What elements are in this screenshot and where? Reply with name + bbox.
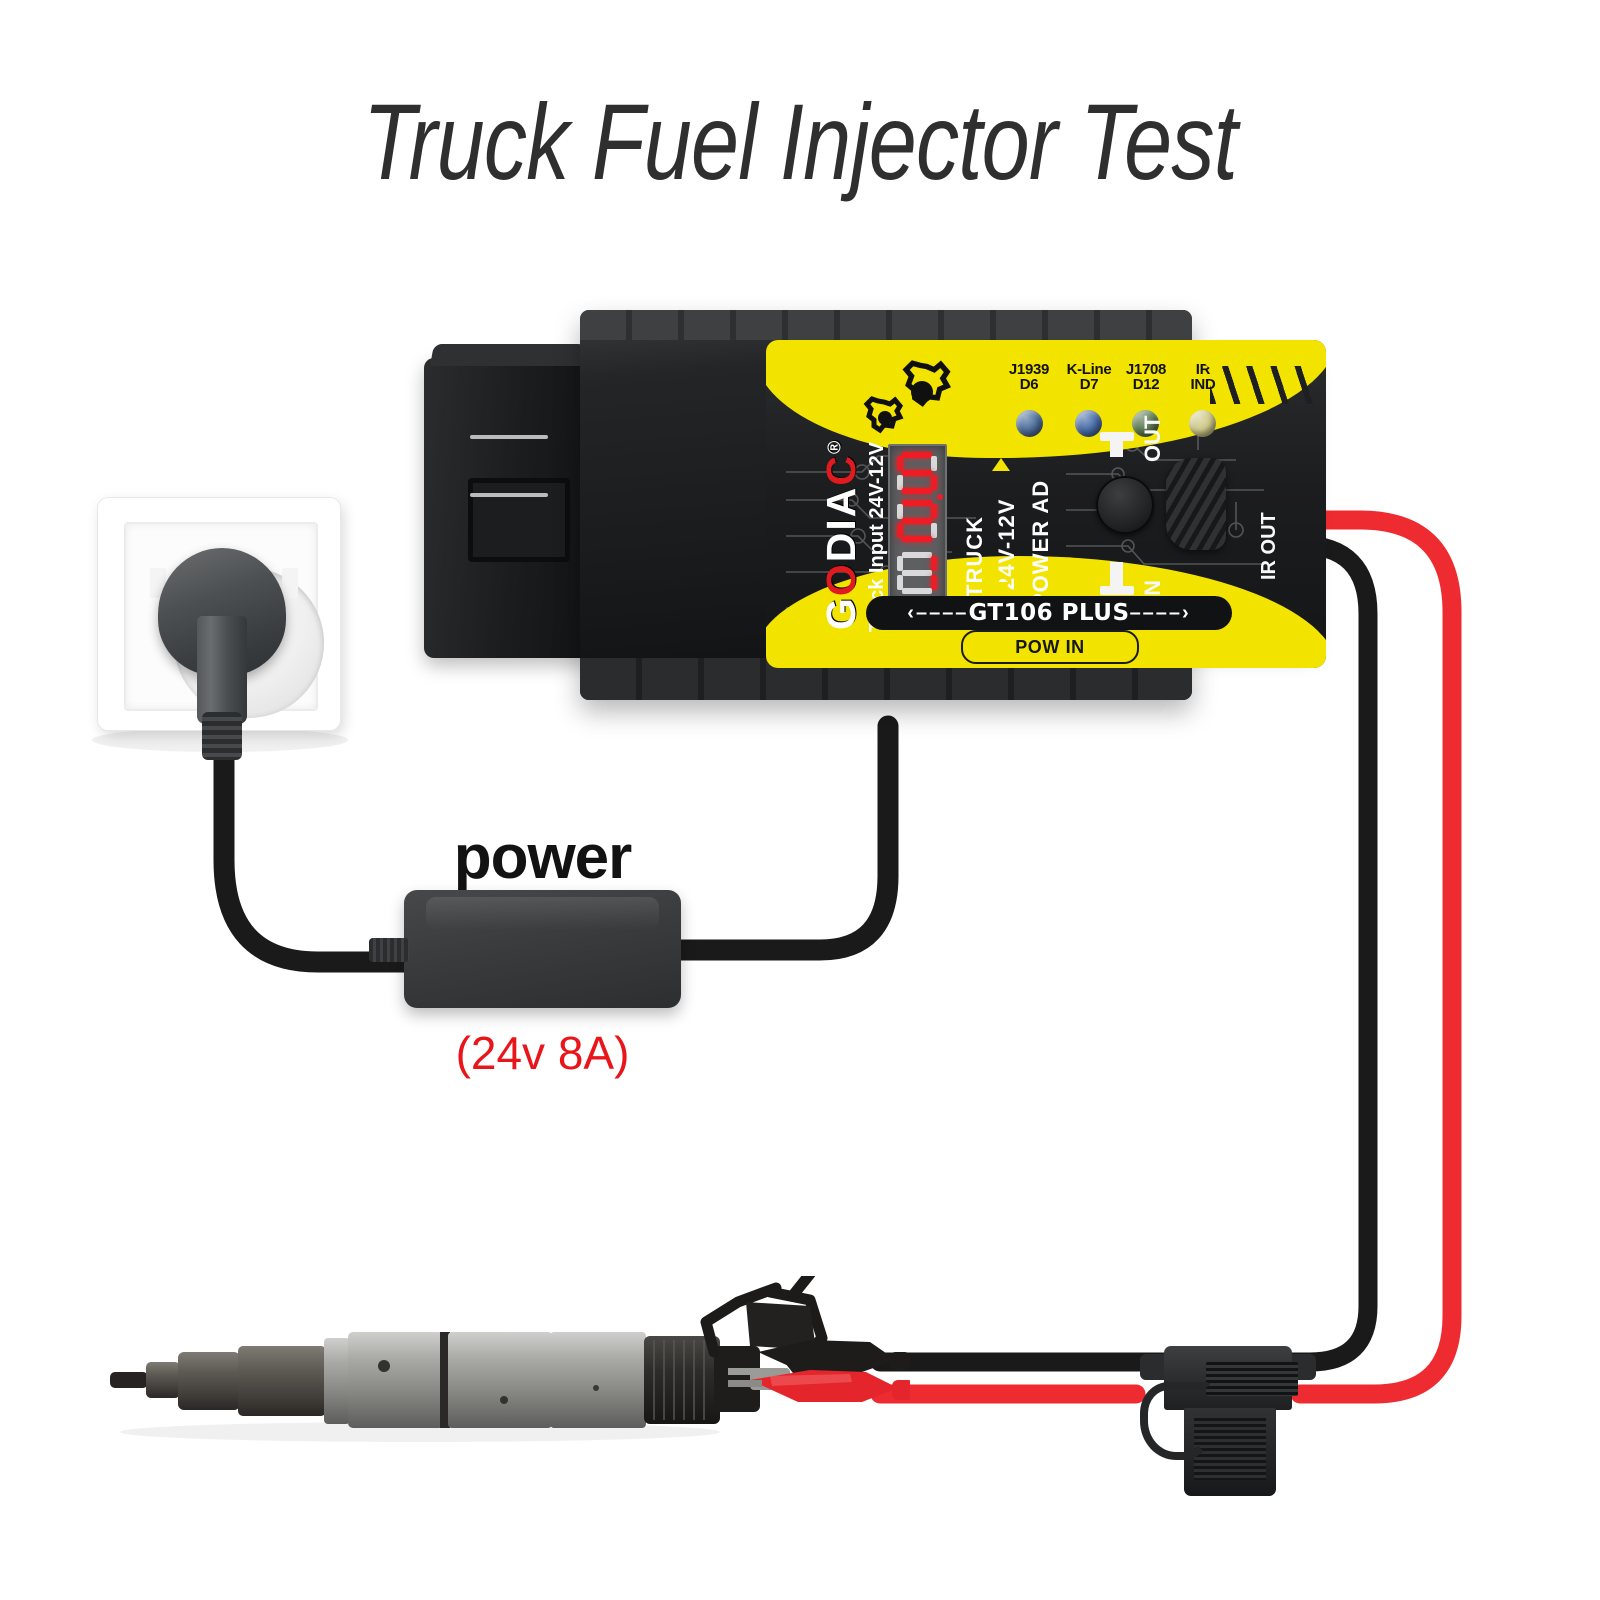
pill-arrow-right: ––––› [1129, 601, 1191, 624]
adapter-input-strain-relief [369, 938, 409, 962]
black-test-lead [870, 535, 1378, 1372]
plug-neck [197, 616, 247, 724]
ir-out-label: IR OUT [1258, 512, 1280, 580]
obd-male-connector[interactable] [424, 344, 592, 658]
led-label-j1939: J1939 D6 [1008, 361, 1050, 394]
mode-label-voltage: 24V-12V [994, 498, 1019, 590]
mode-label-truck: TRUCK [962, 516, 987, 598]
fuse-holder-upper-ribs [1206, 1362, 1298, 1396]
red-alligator-clip [750, 1370, 914, 1402]
black-alligator-clip [758, 1340, 910, 1372]
power-adapter-brick [369, 890, 681, 1008]
vent-slash-graphic [1210, 366, 1316, 404]
pill-dot-left [871, 345, 895, 369]
voltage-display [888, 444, 947, 604]
model-name: GT106 PLUS [968, 600, 1130, 626]
voltage-marker-triangle-top [992, 458, 1010, 471]
pill-dot-right [1203, 345, 1227, 369]
obd-latch-highlight-bottom [470, 493, 548, 497]
voltage-marker-triangle-bottom [992, 582, 1010, 595]
led-j1708 [1132, 410, 1159, 437]
led-j1939 [1016, 410, 1043, 437]
dc-power-cable [667, 715, 899, 961]
led-ir-ind [1189, 410, 1216, 437]
pill-arrow-left: ‹–––– [907, 601, 969, 624]
diesel-fuel-injector [110, 1268, 914, 1511]
device-shell: J1939 D6 K-Line D7 J1708 D12 IR IND [580, 310, 1326, 700]
pow-in-port-badge: POW IN [961, 630, 1139, 664]
mode-toggle-button[interactable] [1096, 476, 1154, 534]
display-digit-2 [895, 494, 943, 542]
in-symbol-bar [1100, 586, 1134, 595]
display-digit-1 [895, 450, 939, 494]
device-faceplate: J1939 D6 K-Line D7 J1708 D12 IR IND [766, 340, 1326, 668]
led-label-ir-ind: IR IND [1190, 361, 1216, 394]
obd-male-top-bevel [430, 344, 586, 366]
fuse-holder-latch[interactable] [1140, 1382, 1212, 1460]
gears-logo [858, 358, 954, 444]
led-label-j1708: J1708 D12 [1125, 361, 1167, 394]
mode-label-power-ad: POWER AD [1028, 479, 1053, 608]
led-label-kline: K-Line D7 [1066, 361, 1112, 394]
wall-socket[interactable] [98, 498, 340, 760]
socket-earth-contact-right [282, 568, 298, 598]
out-symbol-stem [1110, 441, 1123, 457]
red-test-lead [1030, 510, 1462, 1404]
in-symbol-stem [1110, 562, 1123, 586]
led-kline [1075, 410, 1102, 437]
gt106-plus-device[interactable]: J1939 D6 K-Line D7 J1708 D12 IR IND [420, 310, 1326, 700]
out-symbol-bar [1100, 432, 1134, 441]
display-decimal-point [937, 494, 943, 500]
out-label: OUT [1140, 415, 1165, 462]
shell-top-ribs [580, 310, 1192, 340]
mains-cable [213, 745, 429, 973]
display-digit-3 [895, 550, 939, 594]
cable-strain-relief-grommet [1166, 458, 1226, 550]
brand-logo: GODIAC® [818, 438, 864, 630]
pow-in-label: POW IN [1015, 636, 1085, 657]
model-badge: ‹–––– GT106 PLUS ––––› [866, 596, 1232, 630]
power-adapter-label: power [453, 823, 633, 892]
obd-latch-highlight-top [470, 435, 548, 439]
power-adapter-rating: (24v 8A) [455, 1027, 630, 1079]
plug-strain-relief [202, 712, 242, 760]
adapter-highlight [426, 897, 659, 931]
page-title: Truck Fuel Injector Test [363, 81, 1238, 202]
obd-latch-clip [468, 478, 570, 562]
